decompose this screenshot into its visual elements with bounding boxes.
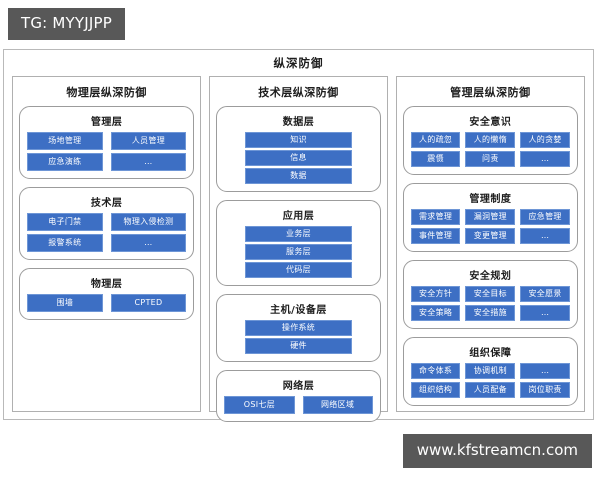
column-technical: 技术层纵深防御 数据层 知识 信息 数据 应用层 业务层 服务层 代码层 xyxy=(209,76,388,422)
group-cells: 命令体系 协调机制 … 组织结构 人员配备 岗位职责 xyxy=(410,363,570,398)
site-watermark: www.kfstreamcn.com xyxy=(402,434,592,468)
group-application-layer: 应用层 业务层 服务层 代码层 xyxy=(216,200,381,286)
group-security-planning: 安全规划 安全方针 安全目标 安全愿景 安全策略 安全措施 … xyxy=(402,260,579,329)
cell-item[interactable]: 人的疏忽 xyxy=(410,132,461,148)
cell-item[interactable]: 变更管理 xyxy=(465,228,516,244)
cell-item[interactable]: … xyxy=(520,228,570,244)
group-cells: 知识 信息 数据 xyxy=(224,132,372,184)
cell-item[interactable]: 数据 xyxy=(245,168,352,184)
group-data-layer: 数据层 知识 信息 数据 xyxy=(216,106,381,192)
cell-item[interactable]: … xyxy=(110,153,187,171)
cell-item[interactable]: … xyxy=(110,234,187,252)
group-cells: OSI七层 网络区域 xyxy=(224,396,373,414)
group-management-system: 管理制度 需求管理 漏洞管理 应急管理 事件管理 变更管理 … xyxy=(402,183,579,252)
cell-item[interactable]: 服务层 xyxy=(245,244,352,260)
cell-item[interactable]: CPTED xyxy=(110,294,187,312)
cell-item[interactable]: 人员管理 xyxy=(110,132,187,150)
group-management: 管理层 场地管理 人员管理 应急演练 … xyxy=(19,106,195,179)
group-title: 管理制度 xyxy=(469,194,512,205)
column-spacer xyxy=(19,328,194,405)
cell-item[interactable]: 人的懒惰 xyxy=(465,132,516,148)
group-title: 安全意识 xyxy=(469,117,512,128)
group-cells: 安全方针 安全目标 安全愿景 安全策略 安全措施 … xyxy=(410,286,570,321)
cell-item[interactable]: OSI七层 xyxy=(224,396,295,414)
column-title: 物理层纵深防御 xyxy=(66,86,147,99)
defense-in-depth-frame: 纵深防御 物理层纵深防御 管理层 场地管理 人员管理 应急演练 … 技术层 xyxy=(3,49,594,422)
cell-item[interactable]: … xyxy=(520,363,570,379)
cell-item[interactable]: 知识 xyxy=(245,132,352,148)
group-security-awareness: 安全意识 人的疏忽 人的懒惰 人的贪婪 震慑 问责 … xyxy=(402,106,579,175)
cell-item[interactable]: 报警系统 xyxy=(27,234,103,252)
group-cells: 操作系统 硬件 xyxy=(224,320,372,354)
cell-item[interactable]: 事件管理 xyxy=(410,228,461,244)
group-title: 组织保障 xyxy=(469,348,512,359)
group-organizational-support: 组织保障 命令体系 协调机制 … 组织结构 人员配备 岗位职责 xyxy=(402,337,579,406)
group-title: 管理层 xyxy=(90,117,123,128)
columns-container: 物理层纵深防御 管理层 场地管理 人员管理 应急演练 … 技术层 电子门禁 物理… xyxy=(4,71,593,422)
group-title: 技术层 xyxy=(90,198,123,209)
cell-item[interactable]: 组织结构 xyxy=(410,382,461,398)
tg-tag-label: TG: MYYJJPP xyxy=(8,8,126,40)
cell-item[interactable]: 围墙 xyxy=(27,294,103,312)
group-title: 主机/设备层 xyxy=(270,305,327,316)
cell-item[interactable]: 电子门禁 xyxy=(27,213,103,231)
cell-item[interactable]: 应急管理 xyxy=(520,209,570,225)
cell-item[interactable]: 安全策略 xyxy=(410,305,461,321)
group-network-layer: 网络层 OSI七层 网络区域 xyxy=(216,370,381,422)
cell-item[interactable]: 信息 xyxy=(245,150,352,166)
group-technical: 技术层 电子门禁 物理入侵检测 报警系统 … xyxy=(19,187,195,260)
cell-item[interactable]: 硬件 xyxy=(245,338,352,354)
cell-item[interactable]: 安全措施 xyxy=(465,305,516,321)
cell-item[interactable]: 代码层 xyxy=(245,262,352,278)
cell-item[interactable]: 协调机制 xyxy=(465,363,516,379)
cell-item[interactable]: 需求管理 xyxy=(410,209,461,225)
cell-item[interactable]: 安全方针 xyxy=(410,286,461,302)
group-cells: 电子门禁 物理入侵检测 报警系统 … xyxy=(27,213,187,252)
column-title: 技术层纵深防御 xyxy=(258,86,339,99)
cell-item[interactable]: 物理入侵检测 xyxy=(110,213,187,231)
group-cells: 围墙 CPTED xyxy=(27,294,187,312)
cell-item[interactable]: … xyxy=(520,305,570,321)
cell-item[interactable]: 操作系统 xyxy=(245,320,352,336)
group-title: 数据层 xyxy=(282,117,315,128)
group-cells: 人的疏忽 人的懒惰 人的贪婪 震慑 问责 … xyxy=(410,132,570,167)
group-title: 安全规划 xyxy=(469,271,512,282)
cell-item[interactable]: 问责 xyxy=(465,151,516,167)
group-physical: 物理层 围墙 CPTED xyxy=(19,268,195,320)
group-cells: 场地管理 人员管理 应急演练 … xyxy=(27,132,187,171)
diagram-title: 纵深防御 xyxy=(273,56,324,70)
cell-item[interactable]: 安全愿景 xyxy=(520,286,570,302)
column-title: 管理层纵深防御 xyxy=(450,86,531,99)
cell-item[interactable]: 命令体系 xyxy=(410,363,461,379)
group-title: 应用层 xyxy=(282,211,315,222)
cell-item[interactable]: 人员配备 xyxy=(465,382,516,398)
column-management: 管理层纵深防御 安全意识 人的疏忽 人的懒惰 人的贪婪 震慑 问责 … 管理制度 xyxy=(395,76,586,412)
cell-item[interactable]: 漏洞管理 xyxy=(465,209,516,225)
cell-item[interactable]: 网络区域 xyxy=(302,396,373,414)
group-title: 物理层 xyxy=(90,279,123,290)
cell-item[interactable]: 安全目标 xyxy=(465,286,516,302)
group-title: 网络层 xyxy=(282,381,315,392)
group-host-device-layer: 主机/设备层 操作系统 硬件 xyxy=(216,294,381,362)
cell-item[interactable]: 人的贪婪 xyxy=(520,132,570,148)
group-cells: 业务层 服务层 代码层 xyxy=(224,226,372,278)
group-cells: 需求管理 漏洞管理 应急管理 事件管理 变更管理 … xyxy=(410,209,570,244)
cell-item[interactable]: 岗位职责 xyxy=(520,382,570,398)
cell-item[interactable]: 震慑 xyxy=(410,151,461,167)
cell-item[interactable]: … xyxy=(520,151,570,167)
cell-item[interactable]: 场地管理 xyxy=(27,132,103,150)
cell-item[interactable]: 业务层 xyxy=(245,226,352,242)
cell-item[interactable]: 应急演练 xyxy=(27,153,103,171)
column-physical: 物理层纵深防御 管理层 场地管理 人员管理 应急演练 … 技术层 电子门禁 物理… xyxy=(12,76,202,412)
